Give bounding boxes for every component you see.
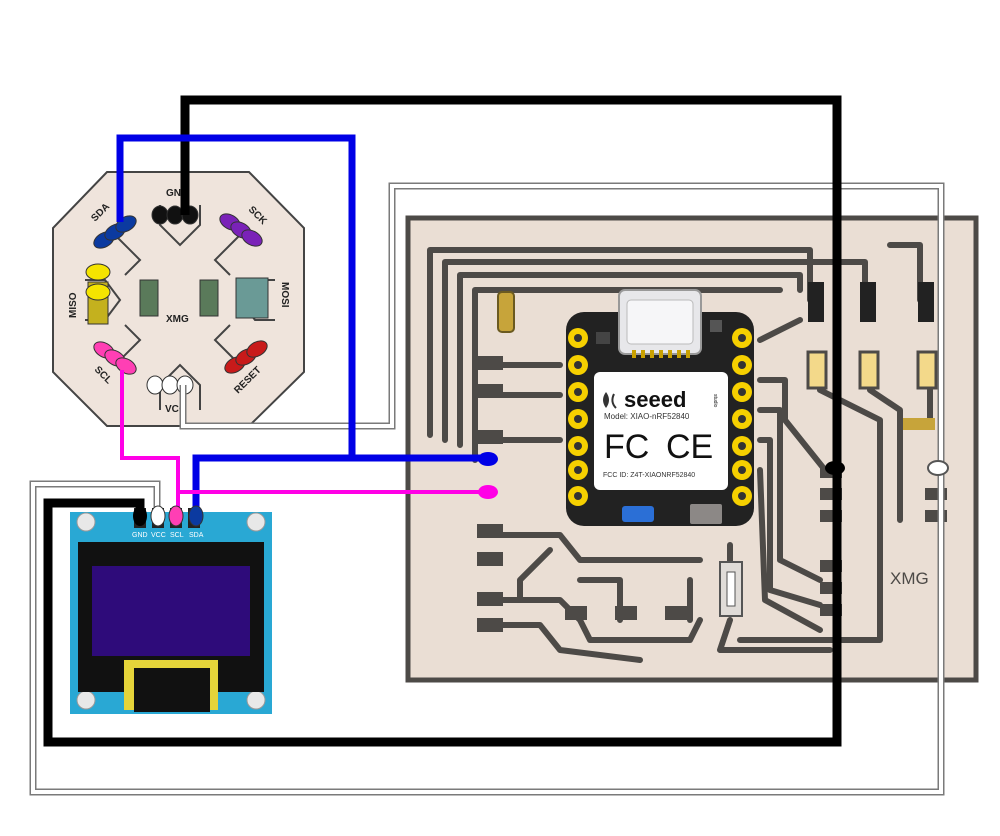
xiao-model: Model: XIAO-nRF52840: [604, 412, 690, 421]
gnd-wire: [43, 95, 842, 747]
fcc-id: FCC ID: Z4T-XIAONRF52840: [603, 472, 695, 479]
sda-wire: [116, 134, 488, 515]
oled-pin-scl: SCL: [170, 532, 184, 539]
pin-label-miso: MISO: [68, 292, 79, 318]
oled-pin-gnd: GND: [132, 532, 148, 539]
ce-mark: CE: [666, 428, 713, 466]
vcc-wire: [29, 182, 945, 796]
pin-label-vcc: VCC: [165, 404, 186, 415]
pin-label-mosi: MOSI: [279, 282, 290, 308]
xiao-module: seeed studio Model: XIAO-nRF52840 FC CE …: [566, 289, 754, 526]
oled-pin-vcc: VCC: [151, 532, 166, 539]
octagon-connector: GND SDA SCK MISO MOSI SCL RESET VCC XMG: [52, 171, 305, 427]
xiao-brand-sub: studio: [712, 394, 718, 408]
oled-pin-sda: SDA: [189, 532, 204, 539]
xiao-brand: seeed: [624, 387, 686, 412]
oled-pin-labels: GND VCC SCL SDA: [132, 532, 204, 539]
oled-module: GND VCC SCL SDA: [70, 508, 272, 714]
usb-c-port-icon: [618, 289, 702, 358]
pin-label-gnd: GND: [166, 188, 188, 199]
connector-board-name: XMG: [166, 314, 189, 325]
fcc-mark: FC: [604, 428, 649, 466]
scl-wire: [120, 370, 488, 515]
leaf-logo-icon: [603, 392, 617, 409]
main-board-label: XMG: [890, 569, 929, 588]
